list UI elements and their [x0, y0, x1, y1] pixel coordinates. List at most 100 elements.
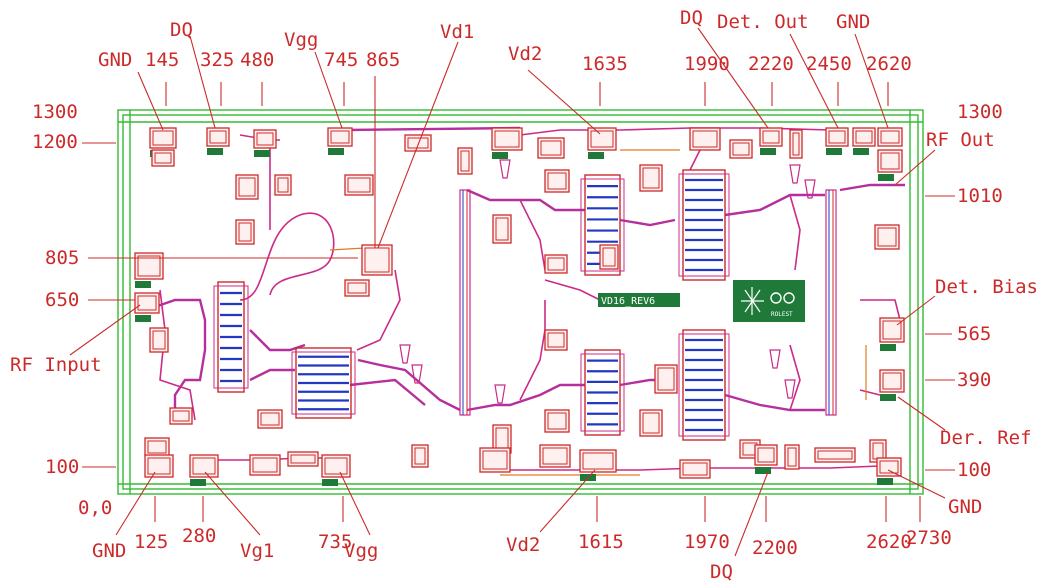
pin-label-vgg-top: Vgg [284, 29, 318, 51]
bond-pad [879, 317, 905, 351]
bond-pad [411, 444, 429, 468]
bond-pads [134, 127, 905, 486]
pin-label-dq-top: DQ [170, 19, 193, 41]
dim-top-745: 745 [324, 49, 358, 71]
bond-pad [877, 127, 903, 147]
bond-pad [151, 149, 175, 167]
bond-pad [274, 174, 292, 196]
dim-bottom-735: 735 [318, 531, 352, 553]
bus-bars [459, 189, 837, 416]
pin-label-gnd-bottom-right: GND [948, 496, 982, 518]
bond-pad [789, 129, 803, 159]
taper-shape [784, 379, 796, 399]
dim-right-565: 565 [957, 323, 991, 345]
chip-outline [117, 109, 924, 495]
leader-lines [69, 27, 955, 557]
dim-left-650: 650 [45, 289, 79, 311]
bond-pad [149, 327, 169, 353]
pin-label-dq-bottom: DQ [710, 561, 733, 583]
bond-pad [144, 454, 174, 478]
bond-pad [235, 219, 255, 245]
bond-pad [599, 244, 619, 270]
dim-bottom-2620: 2620 [866, 531, 912, 553]
dim-bottom-1615: 1615 [578, 531, 624, 553]
dim-top-325: 325 [200, 49, 234, 71]
bond-pad [759, 127, 783, 155]
bond-pad [814, 447, 856, 463]
pin-label-vg1: Vg1 [240, 540, 274, 562]
bond-pad [491, 127, 523, 159]
logo-text: ROLEST [771, 311, 793, 318]
dim-right-1300: 1300 [957, 101, 1003, 123]
bond-pad [874, 224, 900, 250]
bond-pad [729, 139, 753, 159]
dim-bottom-280: 280 [182, 525, 216, 547]
bond-pad [287, 451, 319, 467]
dim-bottom-1970: 1970 [684, 531, 730, 553]
bond-pad [544, 329, 568, 351]
pin-label-vd2-top: Vd2 [508, 43, 542, 65]
pin-label-rf-input: RF Input [10, 354, 102, 376]
bond-pad [344, 279, 370, 297]
bond-pad [876, 457, 902, 485]
bond-pad [206, 127, 230, 155]
logo-mark-icon [741, 287, 795, 315]
fet-cell [678, 169, 730, 281]
taper-shape [411, 364, 423, 384]
bond-pad [825, 127, 849, 155]
pin-labels: GND DQ Vgg Vd1 Vd2 DQ Det. Out GND RF Ou… [10, 7, 1038, 583]
bond-pad [479, 447, 511, 473]
bond-pad [321, 454, 351, 486]
bond-pad [537, 137, 565, 159]
origin-label: 0,0 [78, 497, 112, 519]
bond-pad [457, 147, 473, 175]
fet-cell [291, 347, 356, 419]
dim-left-805: 805 [45, 247, 79, 269]
bond-pad [169, 407, 193, 425]
chip-title: VD16_REV6 [601, 296, 655, 307]
bond-pad [689, 127, 721, 151]
chip-id-block: VD16_REV6 ROLEST [598, 280, 805, 322]
bond-pad [189, 454, 219, 486]
bond-pad [344, 174, 374, 196]
fet-cell [580, 349, 625, 436]
taper-shape [804, 179, 816, 199]
dimension-numbers: 145 325 480 745 865 1635 1990 2220 2450 … [32, 49, 1003, 559]
pin-label-der-ref: Der. Ref [940, 427, 1032, 449]
dim-top-145: 145 [145, 49, 179, 71]
taper-shape [494, 384, 506, 404]
bond-pad [544, 409, 570, 433]
dim-top-480: 480 [240, 49, 274, 71]
dim-top-2450: 2450 [806, 53, 852, 75]
dim-top-1990: 1990 [684, 53, 730, 75]
pin-label-gnd-bottom: GND [92, 540, 126, 562]
bond-pad [544, 169, 570, 193]
bond-pad [539, 444, 571, 468]
bond-pad [852, 127, 876, 155]
dim-left-1200: 1200 [32, 131, 78, 153]
dim-left-1300: 1300 [32, 101, 78, 123]
dim-top-865: 865 [366, 49, 400, 71]
bond-pad [404, 134, 432, 152]
pin-label-rf-out: RF Out [926, 129, 995, 151]
bond-pad [784, 444, 800, 470]
bond-pad [235, 174, 259, 200]
dim-bottom-125: 125 [134, 531, 168, 553]
dim-top-1635: 1635 [582, 53, 628, 75]
dim-right-1010: 1010 [957, 185, 1003, 207]
bond-pad [654, 364, 678, 394]
pin-label-dq-top-right: DQ [680, 7, 703, 29]
fet-cells [213, 169, 730, 441]
bond-pad [579, 449, 617, 481]
pin-label-gnd-top-right: GND [836, 11, 870, 33]
bond-pad [257, 409, 283, 429]
bond-pad [639, 164, 663, 192]
bond-pad [877, 149, 903, 181]
bond-pad [587, 127, 617, 159]
pin-label-vgg-bottom: Vgg [344, 540, 378, 562]
dim-top-2220: 2220 [748, 53, 794, 75]
bond-pad [361, 244, 393, 276]
pin-label-det-out: Det. Out [717, 11, 809, 33]
pin-label-vd2-bottom: Vd2 [506, 534, 540, 556]
